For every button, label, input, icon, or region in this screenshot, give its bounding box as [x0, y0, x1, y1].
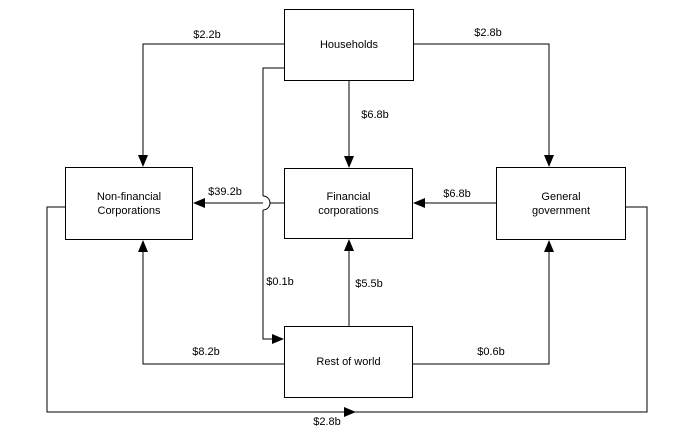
edge-households-to-general-government-arrowhead-icon — [544, 155, 554, 167]
edge-households-to-rest-of-world-line-upper — [262, 67, 284, 196]
flow-label-financial-to-non-financial: $39.2b — [207, 186, 243, 198]
edge-rest-of-world-to-financial-arrowhead-icon — [344, 239, 354, 251]
node-non-financial-corporations-label: Non-financial Corporations — [96, 190, 162, 217]
edge-households-to-non-financial-arrowhead-icon — [138, 155, 148, 167]
flow-label-rest-of-world-to-financial: $5.5b — [354, 278, 384, 290]
flow-label-non-financial-to-general-government: $2.8b — [312, 416, 342, 428]
node-rest-of-world: Rest of world — [284, 326, 413, 398]
edge-non-financial-to-general-government-arrowhead-icon — [344, 407, 356, 417]
node-non-financial-corporations: Non-financial Corporations — [65, 167, 193, 240]
edge-rest-of-world-to-non-financial-line — [142, 251, 284, 365]
edge-financial-to-non-financial-arrowhead-icon — [193, 198, 205, 208]
edge-households-to-rest-of-world-line-lower — [262, 210, 272, 340]
flow-label-general-government-to-financial: $6.8b — [442, 188, 472, 200]
node-general-government: General government — [496, 167, 626, 240]
edge-households-to-rest-of-world-arrowhead-icon — [272, 334, 284, 344]
node-households: Households — [284, 9, 414, 81]
edge-general-government-to-financial-arrowhead-icon — [413, 198, 425, 208]
flow-label-households-to-rest-of-world: $0.1b — [265, 276, 295, 288]
flow-label-rest-of-world-to-non-financial: $8.2b — [191, 346, 221, 358]
line-hop-icon — [262, 195, 271, 211]
node-general-government-label: General government — [531, 190, 591, 217]
edge-households-to-financial-arrowhead-icon — [344, 156, 354, 168]
node-financial-corporations-label: Financial corporations — [318, 190, 379, 217]
edge-households-to-general-government-line — [414, 43, 550, 156]
node-financial-corporations: Financial corporations — [284, 168, 413, 239]
edge-rest-of-world-to-non-financial-arrowhead-icon — [138, 240, 148, 252]
node-households-label: Households — [319, 39, 379, 51]
edge-rest-of-world-to-general-government-line — [413, 251, 550, 365]
flow-label-households-to-non-financial: $2.2b — [192, 29, 222, 41]
edge-households-to-non-financial-line — [142, 43, 284, 156]
flow-label-households-to-general-government: $2.8b — [473, 27, 503, 39]
flow-label-households-to-financial: $6.8b — [360, 109, 390, 121]
flow-label-rest-of-world-to-general-government: $0.6b — [476, 346, 506, 358]
edge-rest-of-world-to-general-government-arrowhead-icon — [544, 240, 554, 252]
node-rest-of-world-label: Rest of world — [316, 356, 381, 368]
